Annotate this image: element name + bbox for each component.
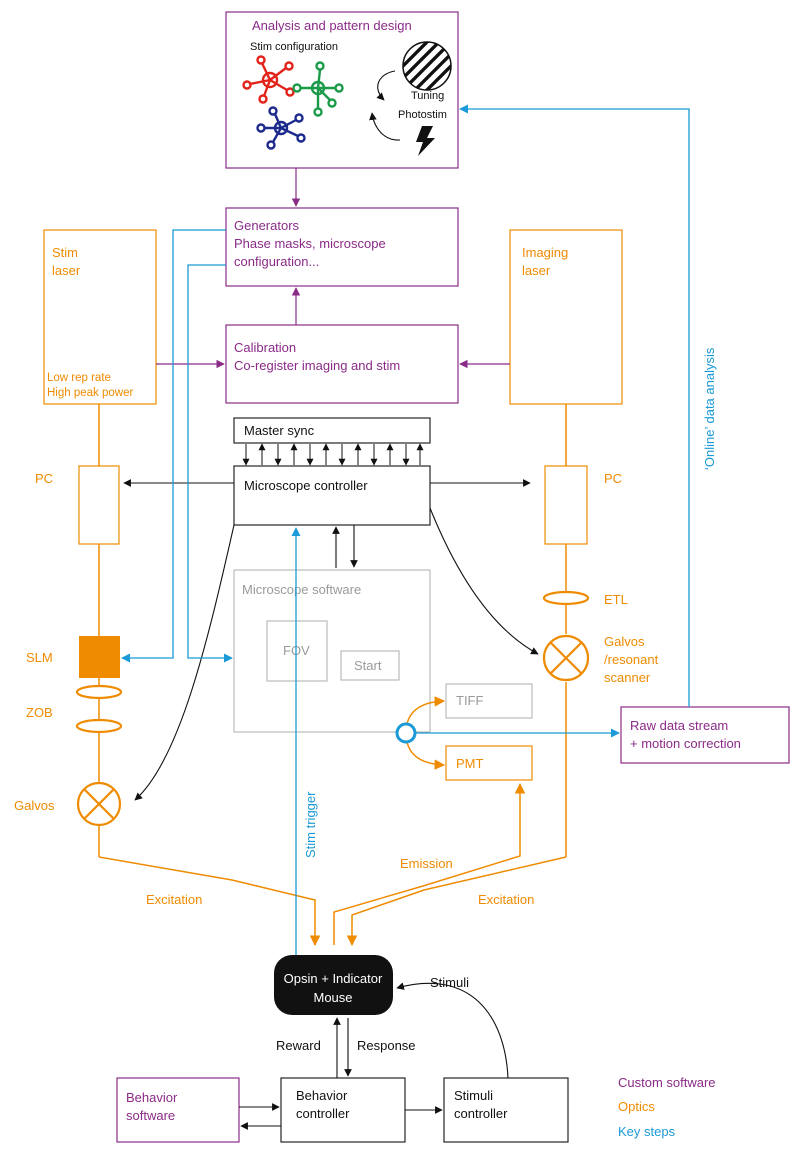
left-optical-path bbox=[78, 404, 321, 947]
master-sync-box bbox=[233, 417, 431, 444]
excitation-right-label: Excitation bbox=[478, 892, 534, 907]
pmt-label: PMT bbox=[456, 756, 484, 771]
tiff-box bbox=[445, 683, 533, 719]
behavior-software-line1: Behavior bbox=[126, 1090, 178, 1105]
right-galvos-line2: /resonant bbox=[604, 652, 659, 667]
legend-optics: Optics bbox=[618, 1099, 655, 1114]
stimuli-controller-line1: Stimuli bbox=[454, 1088, 493, 1103]
master-sync-label: Master sync bbox=[244, 423, 315, 438]
neuron-green-icon bbox=[292, 61, 344, 117]
generators-line2: Phase masks, microscope bbox=[234, 236, 386, 251]
neuron-red-icon bbox=[242, 55, 295, 104]
right-galvos-line1: Galvos bbox=[604, 634, 645, 649]
neuron-blue-icon bbox=[256, 106, 306, 150]
mouse-box bbox=[274, 955, 393, 1015]
microscope-controller-box bbox=[233, 465, 431, 526]
behavior-controller-line1: Behavior bbox=[296, 1088, 348, 1103]
generators-box bbox=[225, 207, 459, 287]
stim-configuration-label: Stim configuration bbox=[250, 41, 338, 53]
pmt-box bbox=[445, 745, 533, 781]
calibration-title: Calibration bbox=[234, 340, 296, 355]
zob-lens-bottom bbox=[75, 718, 123, 734]
sync-arrows bbox=[242, 443, 424, 466]
stim-laser-spec1: Low rep rate bbox=[47, 372, 111, 384]
analysis-title: Analysis and pattern design bbox=[252, 18, 412, 33]
left-galvos-icon bbox=[76, 781, 122, 827]
mouse-line1: Opsin + Indicator bbox=[284, 971, 383, 986]
stimuli-controller-box bbox=[443, 1077, 569, 1143]
microscope-controller-label: Microscope controller bbox=[244, 478, 368, 493]
slm-label: SLM bbox=[26, 650, 53, 665]
response-label: Response bbox=[357, 1038, 416, 1053]
zob-lens-top bbox=[75, 684, 123, 700]
excitation-left-label: Excitation bbox=[146, 892, 202, 907]
behavior-controller-line2: controller bbox=[296, 1106, 350, 1121]
generators-title: Generators bbox=[234, 218, 300, 233]
stim-laser-line1: Stim bbox=[52, 245, 78, 260]
tuning-curve-arrow bbox=[376, 70, 396, 101]
generators-line3: configuration... bbox=[234, 254, 319, 269]
raw-data-line1: Raw data stream bbox=[630, 718, 728, 733]
etl-label: ETL bbox=[604, 592, 628, 607]
legend-key-steps: Key steps bbox=[618, 1124, 676, 1139]
stim-laser-box bbox=[43, 229, 157, 405]
raw-data-box bbox=[620, 706, 790, 764]
legend-custom-software: Custom software bbox=[618, 1075, 716, 1090]
stim-laser-line2: laser bbox=[52, 263, 81, 278]
raw-data-line2: + motion correction bbox=[630, 736, 741, 751]
left-galvos-label: Galvos bbox=[14, 798, 55, 813]
software-arrows bbox=[156, 168, 510, 369]
lightning-icon bbox=[416, 126, 435, 156]
microscope-software-box bbox=[233, 569, 431, 733]
mouse-line2: Mouse bbox=[313, 990, 352, 1005]
tiff-label: TIFF bbox=[456, 693, 483, 708]
behavior-software-line2: software bbox=[126, 1108, 175, 1123]
stimuli-label: Stimuli bbox=[430, 975, 469, 990]
start-label: Start bbox=[354, 658, 382, 673]
zob-label: ZOB bbox=[26, 705, 53, 720]
emission-label: Emission bbox=[400, 856, 453, 871]
slm-block bbox=[79, 636, 120, 678]
right-optical-path bbox=[333, 404, 588, 947]
imaging-laser-line2: laser bbox=[522, 263, 551, 278]
analysis-box bbox=[225, 11, 459, 169]
stimuli-controller-line2: controller bbox=[454, 1106, 508, 1121]
photostim-label: Photostim bbox=[398, 109, 447, 121]
behavior-software-box bbox=[116, 1077, 240, 1143]
microscope-software-title: Microscope software bbox=[242, 582, 361, 597]
left-pc-label: PC bbox=[35, 471, 53, 486]
etl-lens bbox=[542, 590, 590, 606]
online-analysis-label: ‘Online’ data analysis bbox=[702, 347, 717, 470]
right-pc-label: PC bbox=[604, 471, 622, 486]
imaging-laser-line1: Imaging bbox=[522, 245, 568, 260]
data-split-node bbox=[395, 722, 417, 744]
photostim-curve-arrow bbox=[369, 112, 401, 141]
right-galvos-icon bbox=[542, 634, 590, 682]
calibration-line2: Co-register imaging and stim bbox=[234, 358, 400, 373]
key-step-arrows bbox=[121, 104, 690, 955]
reward-label: Reward bbox=[276, 1038, 321, 1053]
tuning-label: Tuning bbox=[411, 90, 444, 102]
stim-laser-spec2: High peak power bbox=[47, 387, 133, 399]
right-galvos-line3: scanner bbox=[604, 670, 651, 685]
fov-panel bbox=[266, 620, 328, 682]
hardware-arrows bbox=[123, 479, 539, 1130]
stim-trigger-label: Stim trigger bbox=[303, 791, 318, 858]
start-button bbox=[340, 650, 400, 681]
calibration-box bbox=[225, 324, 459, 404]
